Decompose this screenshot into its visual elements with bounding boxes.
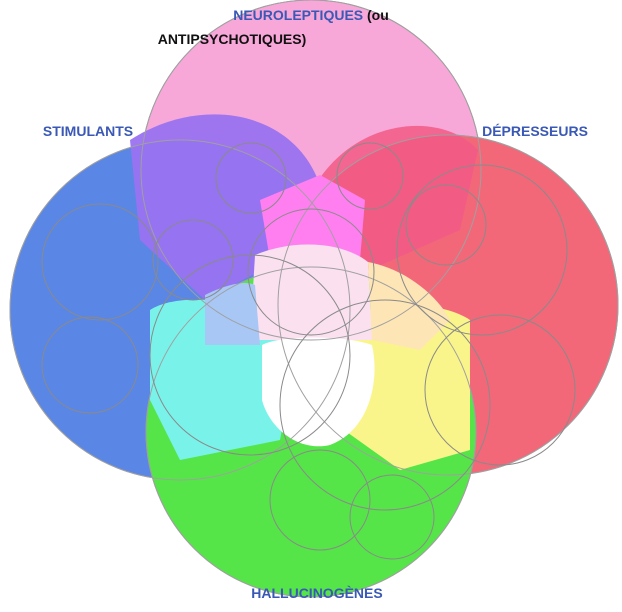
- outline-analgesique: [424, 314, 576, 466]
- outline-isrs: [215, 142, 287, 214]
- title-antipsychotiques: ANTIPSYCHOTIQUES): [158, 31, 307, 47]
- region-right-center: [368, 262, 450, 350]
- outline-cholinergiques: [247, 208, 375, 336]
- outline-depresseurs: [277, 134, 619, 476]
- region-top-center: [250, 244, 372, 340]
- group-outlines: [41, 142, 576, 560]
- title-neuroleptiques-main: NEUROLEPTIQUES: [233, 7, 363, 23]
- region-left-center: [205, 283, 260, 345]
- title-hallucinogenes: HALLUCINOGÈNES: [251, 585, 382, 601]
- outline-salvinorine: [269, 449, 371, 551]
- outline-tecas: [336, 142, 404, 210]
- title-depresseurs: DÉPRESSEURS: [482, 123, 588, 139]
- outline-methylxanthines: [41, 316, 139, 414]
- outline-dissociatifs: [279, 299, 491, 511]
- region-center: [262, 337, 375, 447]
- outline-demence: [349, 474, 435, 560]
- outline-benzo: [405, 184, 487, 266]
- title-neuroleptiques-ou: (ou: [363, 7, 389, 23]
- region-cholinergic: [260, 175, 365, 260]
- outline-stimulants: [9, 139, 351, 481]
- outline-aminoketones: [152, 219, 234, 301]
- title-stimulants: STIMULANTS: [43, 123, 133, 139]
- title-neuroleptiques: NEUROLEPTIQUES (ou: [233, 7, 389, 23]
- outline-neuroleptiques: [140, 0, 482, 341]
- outline-sedatifs: [396, 164, 568, 336]
- outline-hallucinogenes: [145, 266, 477, 598]
- outline-amine: [41, 203, 159, 321]
